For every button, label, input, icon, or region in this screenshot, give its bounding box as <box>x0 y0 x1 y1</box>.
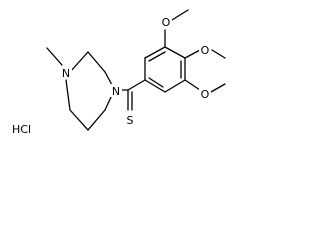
bond-thiocarbon-aryl <box>127 79 146 91</box>
bond-aryl-o-bottom <box>184 79 201 91</box>
bond-aryl-o-mid <box>184 49 201 59</box>
bond-o-bottom-methyl <box>210 83 226 93</box>
molecule-diagram: N N S O O O HCl <box>12 9 226 136</box>
bond-ring-n1-ca <box>69 51 89 73</box>
atom-o-bottom-bg <box>199 87 211 100</box>
atom-s-thio: S <box>127 114 134 127</box>
bond-o-mid-methyl <box>211 49 226 59</box>
bond-aryl-2-3 <box>144 46 166 59</box>
atom-n-methyl: N <box>62 67 70 80</box>
atom-o-bottom: O <box>201 88 210 101</box>
bond-aryl-6-1 <box>144 79 166 93</box>
salt-label: HCl <box>12 123 31 136</box>
atom-o-top-bg <box>160 15 172 28</box>
bond-aryl-3-4 <box>164 46 186 59</box>
atom-s-thio-bg <box>124 113 136 127</box>
bond-methyl <box>46 47 63 66</box>
bond-ring-cc-cd <box>87 109 106 131</box>
bond-ring-n4-cc <box>104 94 113 111</box>
atom-o-top: O <box>162 16 171 29</box>
bond-aryl-inner-c <box>148 77 164 88</box>
atom-n-amide-bg <box>110 84 122 97</box>
bond-ring-ca-cb <box>87 51 106 73</box>
atom-n-amide: N <box>112 85 120 98</box>
bond-o-top-methyl <box>171 9 189 21</box>
bond-ring-cb-n4 <box>104 71 113 86</box>
atom-o-mid-bg <box>199 43 211 56</box>
atom-n-methyl-bg <box>60 66 72 79</box>
bond-ring-cd-ce <box>69 109 89 131</box>
chemical-structure-canvas: N N S O O O HCl <box>12 9 226 136</box>
atom-o-mid: O <box>201 44 210 57</box>
bond-aryl-5-6 <box>164 79 186 93</box>
bond-ring-ce-n1 <box>65 79 71 111</box>
bond-aryl-inner-a <box>148 51 166 62</box>
